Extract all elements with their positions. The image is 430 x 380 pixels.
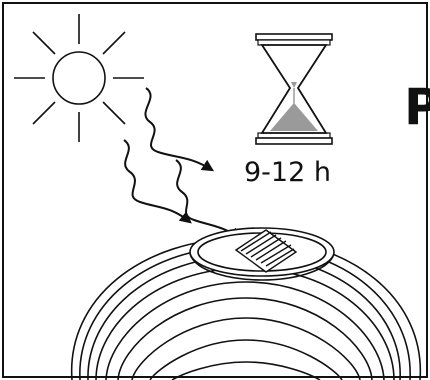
sunray-icon bbox=[124, 88, 240, 238]
sun-icon bbox=[14, 14, 144, 142]
charging-duration-label: 9-12 h bbox=[244, 158, 331, 188]
sunray-arrow-3 bbox=[176, 160, 240, 238]
sunray-arrow-1 bbox=[145, 88, 212, 170]
hourglass-icon bbox=[256, 34, 332, 144]
cut-off-heading-letter: P bbox=[404, 82, 430, 132]
